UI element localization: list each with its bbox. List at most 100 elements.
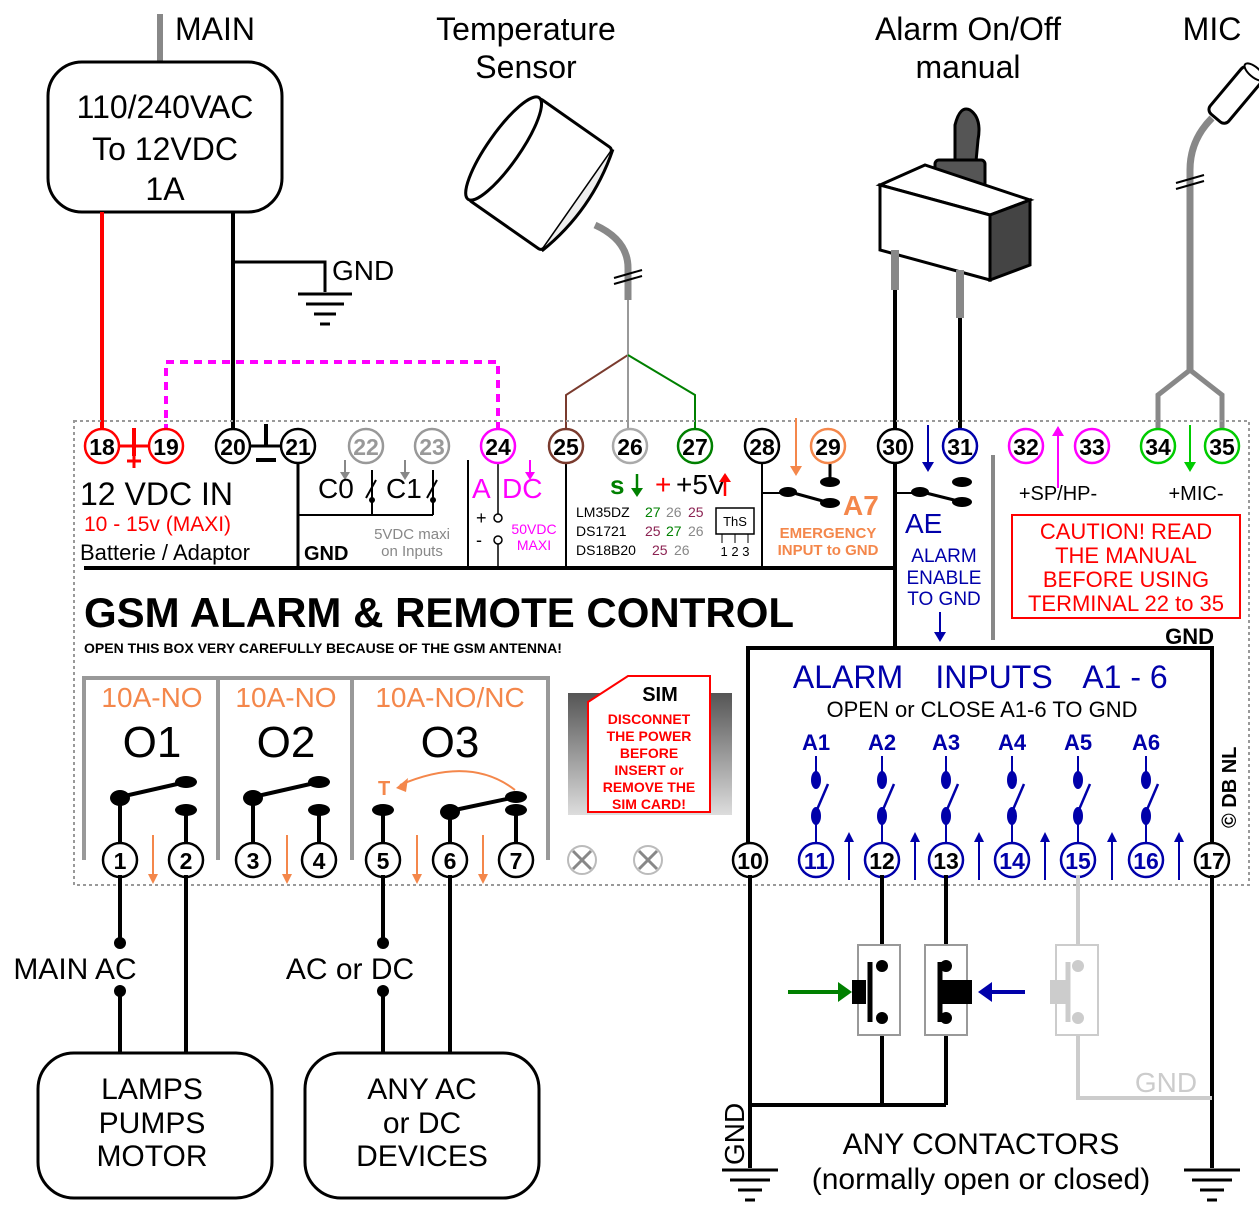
alarm-inputs-title-mid: INPUTS: [935, 659, 1052, 695]
terminal-3: 3: [234, 841, 272, 879]
ground-symbol-top: [298, 292, 352, 326]
main-ac-label: MAIN AC: [13, 953, 136, 986]
sim-card-icon: [587, 675, 711, 813]
svg-text:1: 1: [114, 848, 127, 874]
terminal-25: 25: [547, 427, 585, 465]
alarm-inputs-title-left: ALARM: [793, 659, 903, 695]
adc-plus: +: [476, 508, 487, 528]
terminal-12: 12: [863, 841, 901, 879]
terminal-33: 33: [1073, 427, 1111, 465]
svg-text:2: 2: [180, 848, 193, 874]
power-in-title: 12 VDC IN: [80, 476, 233, 512]
t-label: T: [378, 778, 390, 800]
c-inputs-gnd: GND: [304, 543, 348, 565]
relay-o2-icon: [243, 776, 330, 848]
sim-title: SIM: [642, 684, 678, 706]
input-c0-switch: [340, 460, 377, 515]
svg-text:REMOVE THE: REMOVE THE: [603, 779, 696, 795]
ae-down-arrowhead: [934, 632, 946, 642]
svg-text:13: 13: [933, 848, 959, 874]
svg-text:SIM CARD!: SIM CARD!: [612, 796, 686, 812]
svg-text:19: 19: [153, 434, 179, 460]
svg-text:7: 7: [510, 848, 523, 874]
svg-text:32: 32: [1013, 434, 1039, 460]
caution-box: [1011, 514, 1241, 619]
terminal-23: 23: [413, 427, 451, 465]
alarm-switch-a2: A2: [868, 730, 896, 843]
alarm-up-arrow-5: [1107, 832, 1117, 880]
ae-line2: ENABLE: [907, 568, 982, 589]
alarm-switch-label-1: Alarm On/Off: [875, 11, 1061, 47]
terminal-16: 16: [1127, 841, 1165, 879]
adc-minus-terminal: [493, 535, 503, 545]
sp-label: +SP/HP-: [1019, 483, 1097, 505]
ae-line1: ALARM: [911, 546, 976, 567]
alarm-frame-right: [895, 646, 1214, 860]
svg-text:28: 28: [749, 434, 775, 460]
svg-text:22: 22: [353, 434, 379, 460]
gnd-label-top: GND: [332, 255, 394, 286]
push-button-green-icon: [788, 944, 901, 1036]
input-c0-label: C0: [318, 473, 354, 504]
adc-dc: DC: [502, 473, 542, 504]
relay-o1-icon: [110, 776, 197, 848]
alarm-switch-a4: A4: [998, 730, 1027, 843]
sensor-s-arrowhead: [631, 488, 643, 497]
c-inputs-note-2: on Inputs: [381, 543, 443, 560]
svg-text:6: 6: [444, 848, 457, 874]
svg-text:25: 25: [645, 523, 661, 539]
svg-text:33: 33: [1079, 434, 1105, 460]
o1-rating: 10A-NO: [101, 682, 202, 713]
battery-symbol-20-21: [250, 424, 282, 462]
terminal-15: 15: [1059, 841, 1097, 879]
emergency-line1: EMERGENCY: [780, 525, 877, 542]
sensor-wire-green: [627, 354, 696, 432]
terminal-28: 28: [743, 427, 781, 465]
caution-line1: CAUTION! READ: [1040, 519, 1212, 544]
svg-text:A5: A5: [1064, 730, 1092, 755]
terminal-14: 14: [993, 841, 1031, 879]
alarm-switch-a5: A5: [1064, 730, 1092, 843]
svg-text:A2: A2: [868, 730, 896, 755]
svg-text:26: 26: [617, 434, 643, 460]
svg-text:A4: A4: [998, 730, 1027, 755]
toggle-switch-icon: [875, 107, 1035, 318]
svg-text:31: 31: [947, 434, 973, 460]
antenna-warning: OPEN THIS BOX VERY CAREFULLY BECAUSE OF …: [84, 640, 562, 656]
terminal-34: 34: [1139, 427, 1177, 465]
terminal-2: 2: [167, 841, 205, 879]
load1-line2: PUMPS: [99, 1107, 206, 1140]
svg-text:25: 25: [553, 434, 579, 460]
push-button-blue-icon: [924, 944, 1025, 1036]
emergency-switch-icon: [762, 460, 840, 508]
emergency-line2: INPUT to GND: [778, 542, 879, 559]
output-frames: [82, 676, 550, 860]
load2-wiring: [377, 875, 452, 1053]
terminal-24: 24: [479, 427, 517, 465]
sensor-compat-row-3: DS18B20 25 26: [576, 542, 690, 558]
svg-text:ThS: ThS: [723, 514, 747, 529]
power-in-sub: Batterie / Adaptor: [80, 540, 250, 565]
magenta-dashed-bridge: [164, 360, 500, 432]
svg-text:11: 11: [804, 848, 829, 874]
o2-name: O2: [257, 718, 316, 767]
svg-text:LM35DZ: LM35DZ: [576, 504, 630, 520]
mic-label: MIC: [1183, 11, 1242, 47]
alarm-enable-switch-icon: [895, 477, 972, 507]
svg-text:20: 20: [220, 434, 246, 460]
alarm-frame-left: [746, 646, 895, 860]
a7-label: A7: [843, 490, 879, 521]
terminal-13: 13: [927, 841, 965, 879]
input-c1-switch: [400, 460, 438, 515]
terminal-30: 30: [876, 427, 914, 465]
ae-arrowhead: [922, 462, 934, 472]
a7-arrowhead: [790, 466, 802, 476]
svg-text:18: 18: [89, 434, 115, 460]
temperature-sensor-icon: [464, 95, 643, 300]
svg-text:26: 26: [666, 504, 682, 520]
svg-text:27: 27: [682, 434, 708, 460]
load1-line1: LAMPS: [101, 1073, 203, 1106]
svg-text:14: 14: [999, 848, 1025, 874]
